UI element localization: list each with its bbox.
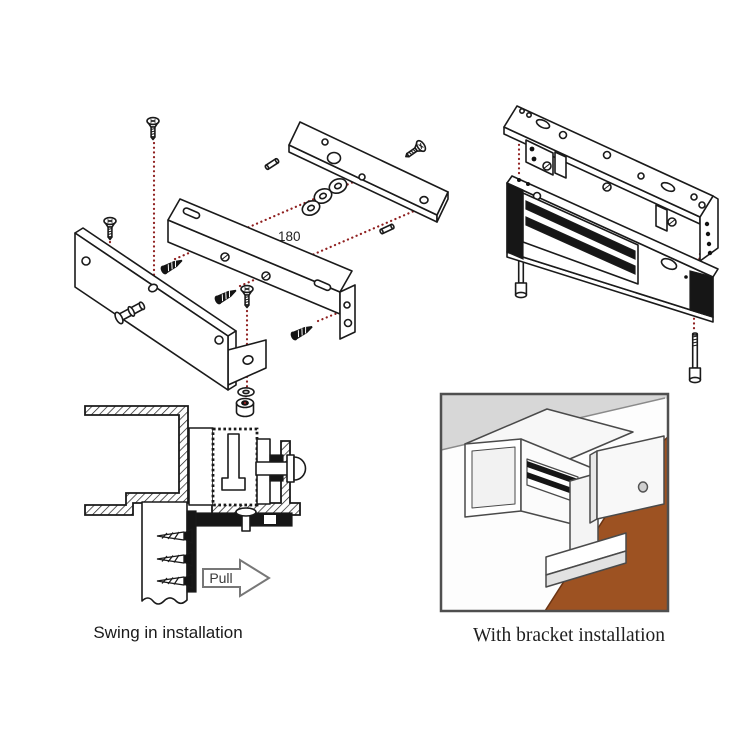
door-leaf bbox=[141, 501, 197, 605]
wood-screw-2 bbox=[213, 286, 239, 306]
washer-stack bbox=[299, 175, 350, 219]
bolt-channel bbox=[221, 433, 246, 491]
exploded-zl-bracket-diagram: 180 bbox=[74, 116, 449, 418]
dome-cap-nut bbox=[293, 456, 307, 481]
armature-bolt bbox=[401, 138, 429, 163]
dowel-pin-upper bbox=[263, 157, 281, 171]
door-screws bbox=[156, 528, 193, 589]
magnet-stripe-1 bbox=[527, 461, 578, 485]
wood-screw-3 bbox=[289, 322, 315, 342]
flathead-screw-3 bbox=[240, 284, 254, 309]
socket-bolt-right bbox=[688, 332, 702, 384]
bracket-caption: With bracket installation bbox=[473, 625, 665, 646]
adjust-tab-right bbox=[655, 204, 668, 232]
maglock-section bbox=[188, 427, 307, 507]
magnet-pole-gap-1 bbox=[525, 200, 636, 260]
armature-plate bbox=[288, 121, 449, 223]
anchor-pin bbox=[114, 301, 146, 325]
maglock-exploded-diagram bbox=[503, 105, 719, 384]
swing-in-installation-diagram: Pull Swing in installation bbox=[84, 405, 307, 642]
flathead-screw-2 bbox=[103, 216, 117, 241]
armature-screw bbox=[235, 507, 257, 532]
nut-and-washer bbox=[235, 386, 255, 418]
swing-caption: Swing in installation bbox=[93, 623, 242, 642]
adjust-tab-left bbox=[554, 151, 567, 179]
pull-arrow: Pull bbox=[202, 558, 271, 598]
dimension-label: 180 bbox=[278, 229, 301, 244]
z-bracket-photo bbox=[545, 435, 665, 588]
z-bracket bbox=[167, 198, 356, 340]
door-frame-section bbox=[84, 405, 189, 516]
mounting-plate bbox=[503, 105, 719, 262]
through-bolt bbox=[255, 461, 289, 476]
pull-label: Pull bbox=[209, 570, 232, 586]
l-bracket bbox=[74, 227, 267, 391]
armature-plate-on-door bbox=[186, 510, 197, 593]
wood-screw-1 bbox=[159, 256, 185, 276]
bracket-installation-figure: With bracket installation bbox=[439, 392, 670, 646]
magnet-stripe-2 bbox=[527, 472, 578, 496]
magnet-pole-gap-2 bbox=[525, 216, 636, 275]
photo-frame-border bbox=[439, 392, 670, 613]
flathead-screw-1 bbox=[146, 116, 160, 141]
maglock-body bbox=[506, 175, 719, 323]
